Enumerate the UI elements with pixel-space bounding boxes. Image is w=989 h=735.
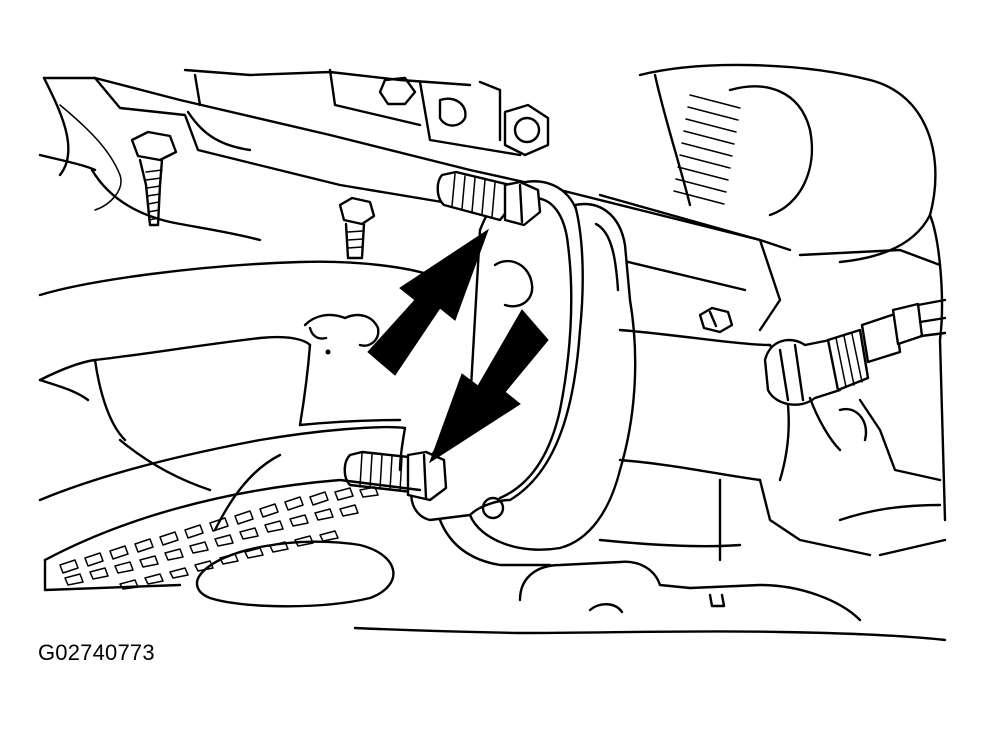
- nut-right: [698, 306, 734, 334]
- oxygen-sensor: [763, 298, 947, 452]
- arrow-down-left: [429, 309, 549, 464]
- cooling-fins: [673, 94, 741, 205]
- arrow-up-right: [367, 228, 489, 376]
- stud-upper: [436, 170, 542, 227]
- bolt-left: [130, 130, 178, 227]
- bolt-upper: [503, 103, 550, 157]
- figure-code-label: G02740773: [38, 640, 155, 665]
- lower-frame: [118, 426, 947, 642]
- engine-block-outline: [38, 63, 947, 522]
- exhaust-pipe: [38, 260, 432, 502]
- grid-rows: [59, 486, 379, 590]
- bolt-middle: [338, 196, 376, 260]
- oil-pan-grid: [43, 453, 422, 608]
